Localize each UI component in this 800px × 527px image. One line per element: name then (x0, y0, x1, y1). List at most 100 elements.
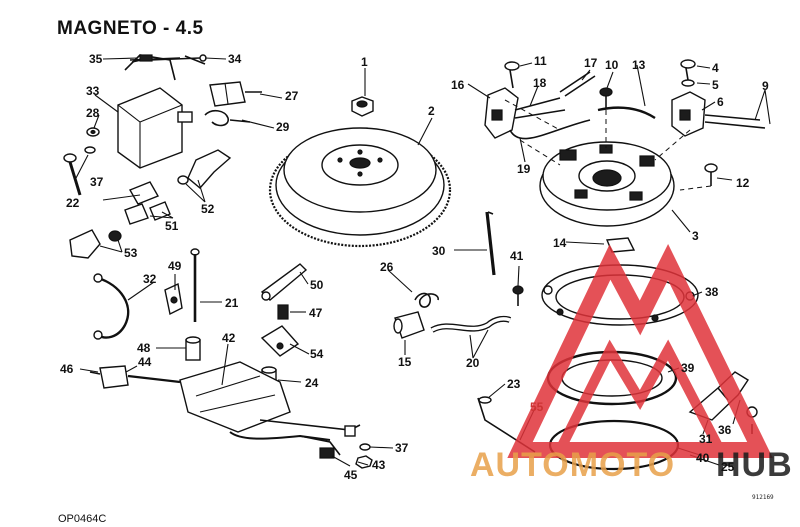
part-label: 41 (510, 249, 524, 263)
part-label: 36 (718, 423, 732, 437)
screw-11 (504, 61, 520, 89)
part-label: 12 (736, 176, 750, 190)
terminal-45 (259, 419, 361, 459)
part-label: 55 (530, 400, 544, 414)
elbow-52 (177, 149, 232, 189)
part-label: 31 (699, 432, 713, 446)
part-label: 20 (466, 356, 480, 370)
spacer-48 (185, 336, 201, 361)
figure-code: OP0464C (58, 513, 107, 525)
part-labels: 1 2 3 4 5 6 9 10 11 12 13 14 15 16 17 18… (60, 52, 769, 482)
part-label: 21 (225, 296, 239, 310)
screw-47 (277, 304, 289, 320)
part-label: 18 (533, 76, 547, 90)
washer-37b (359, 443, 371, 451)
part-label: 34 (228, 52, 242, 66)
part-label: 22 (66, 196, 80, 210)
part-label: 48 (137, 341, 151, 355)
screw-41 (512, 285, 524, 306)
part-label: 53 (124, 246, 138, 260)
lead-17 (559, 71, 596, 97)
part-label: 1 (361, 55, 368, 69)
screw-37 (84, 146, 96, 154)
part-label: 27 (285, 89, 299, 103)
screw-10 (599, 87, 613, 108)
part-label: 33 (86, 84, 100, 98)
screw-12 (704, 163, 718, 186)
breaker-points-right (671, 91, 766, 137)
part-label: 37 (395, 441, 409, 455)
link-50 (260, 263, 308, 301)
part-label: 16 (451, 78, 465, 92)
screw-23 (478, 396, 492, 404)
watermark-logo (507, 243, 773, 458)
part-label: 17 (584, 56, 598, 70)
part-label: 47 (309, 306, 323, 320)
part-label: 29 (276, 120, 290, 134)
part-label: 11 (534, 54, 547, 68)
flywheel-nut (351, 96, 374, 117)
watermark-left-text: AUTOMOTO (470, 446, 675, 484)
flywheel (268, 127, 452, 248)
part-label: 28 (86, 106, 100, 120)
part-label: 24 (305, 376, 319, 390)
part-label: 14 (553, 236, 567, 250)
part-label: 37 (90, 175, 104, 189)
connector-44 (89, 365, 181, 389)
screw-22 (63, 153, 82, 196)
part-label: 39 (681, 361, 695, 375)
screw-21 (190, 248, 200, 322)
part-label: 3 (692, 229, 699, 243)
tubing-20 (430, 315, 512, 333)
ignition-coil (117, 54, 206, 169)
part-label: 23 (507, 377, 521, 391)
part-label: 9 (762, 79, 769, 93)
watermark-text: AUTOMOTO HUB (470, 446, 793, 484)
boot-53 (69, 229, 122, 259)
part-label: 46 (60, 362, 74, 376)
part-label: 2 (428, 104, 435, 118)
clip-29 (204, 109, 251, 127)
part-label: 50 (310, 278, 324, 292)
armature-plate (539, 141, 675, 227)
part-label: 30 (432, 244, 446, 258)
power-pack (179, 361, 331, 441)
washer-5 (681, 79, 695, 87)
part-label: 32 (143, 272, 157, 286)
part-label: 49 (168, 259, 182, 273)
diagram-title: MAGNETO - 4.5 (57, 18, 204, 39)
cable-tie (485, 211, 496, 276)
serial-number: 912169 (752, 494, 774, 501)
part-label: 43 (372, 458, 386, 472)
part-label: 38 (705, 285, 719, 299)
part-label: 19 (517, 162, 531, 176)
ground-wire (93, 273, 130, 340)
plug-boot (209, 81, 262, 107)
part-label: 4 (712, 61, 719, 75)
part-label: 13 (632, 58, 646, 72)
lead-35 (131, 54, 153, 63)
part-label: 5 (712, 78, 719, 92)
part-label: 42 (222, 331, 236, 345)
watermark-right-text: HUB (716, 446, 793, 484)
spring-clip (414, 292, 439, 308)
part-label: 35 (89, 52, 103, 66)
screw-4 (680, 59, 696, 81)
clamp-49 (164, 282, 183, 316)
part-label: 26 (380, 260, 394, 274)
part-label: 51 (165, 219, 179, 233)
sleeve-51 (124, 181, 171, 225)
part-label: 10 (605, 58, 619, 72)
cam-wiper (597, 106, 656, 120)
lever-54 (260, 325, 300, 357)
part-label: 25 (721, 460, 735, 474)
part-label: 45 (344, 468, 358, 482)
boot-15 (393, 311, 425, 339)
washer-28 (86, 127, 100, 137)
breaker-points-left (484, 87, 591, 140)
part-label: 40 (696, 451, 710, 465)
part-label: 44 (138, 355, 152, 369)
part-label: 54 (310, 347, 324, 361)
